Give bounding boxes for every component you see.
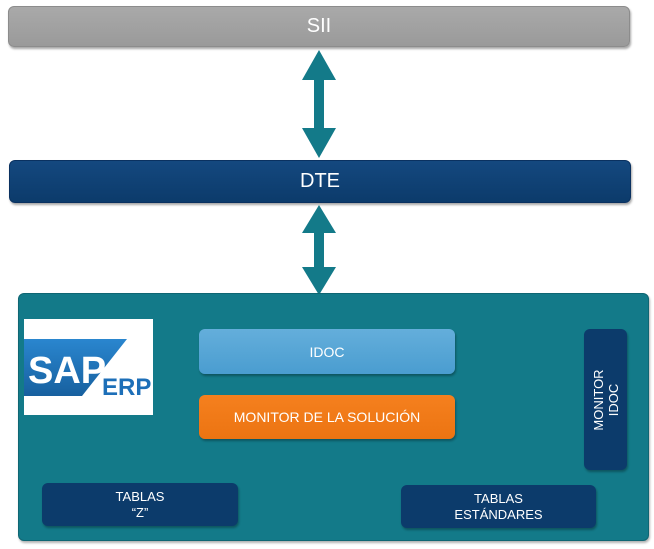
sap-erp-logo: SAP ERP xyxy=(24,319,153,415)
tablas-z-line1: TABLAS xyxy=(115,488,165,504)
monitor-idoc-label: MONITOR IDOC xyxy=(591,369,621,430)
svg-text:ERP: ERP xyxy=(102,374,151,401)
dte-box: DTE xyxy=(9,160,631,203)
tablas-z-box: TABLAS “Z” xyxy=(42,483,238,526)
svg-text:SAP: SAP xyxy=(28,350,106,392)
monitor-idoc-line2: IDOC xyxy=(605,383,621,416)
idoc-box: IDOC xyxy=(199,329,455,374)
monitor-idoc-line1: MONITOR xyxy=(590,368,606,431)
tablas-estandares-line1: TABLAS xyxy=(474,490,523,506)
dte-label: DTE xyxy=(300,170,340,192)
double-arrow-dte-erp xyxy=(302,205,336,295)
monitor-solution-box: MONITOR DE LA SOLUCIÓN xyxy=(199,395,455,439)
idoc-label: IDOC xyxy=(309,343,345,360)
tablas-z-line2: “Z” xyxy=(131,504,149,520)
monitor-idoc-box: MONITOR IDOC xyxy=(584,329,627,470)
tablas-estandares-box: TABLAS ESTÁNDARES xyxy=(401,485,596,528)
sii-box: SII xyxy=(8,6,630,47)
double-arrow-sii-dte xyxy=(302,50,336,158)
sap-logo-icon: SAP ERP xyxy=(24,339,151,401)
sii-label: SII xyxy=(306,15,332,37)
tablas-estandares-line2: ESTÁNDARES xyxy=(454,506,543,522)
monitor-solution-label: MONITOR DE LA SOLUCIÓN xyxy=(233,409,421,425)
